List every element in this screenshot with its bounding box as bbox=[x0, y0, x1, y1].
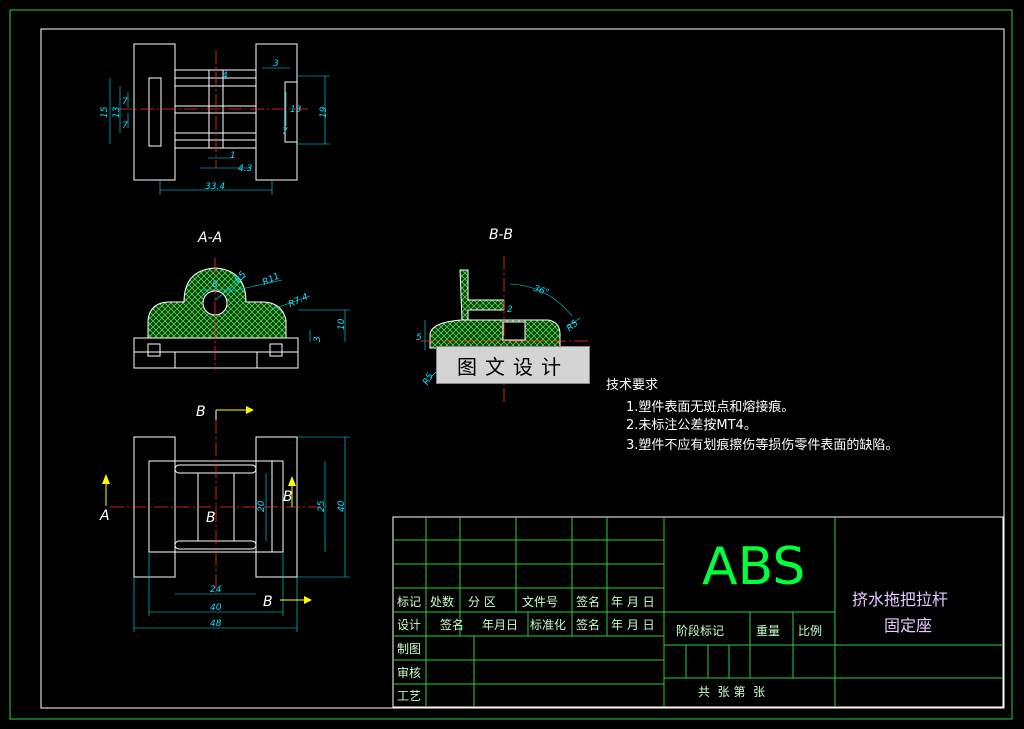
dim-aa-r7-4: R7.4 bbox=[287, 292, 310, 310]
tb-sheet: 共 张 第 张 bbox=[698, 685, 765, 699]
dim-top-1: 1 bbox=[230, 151, 236, 161]
dim-top-4-3: 4.3 bbox=[238, 164, 253, 174]
dim-bottom-40h: 40 bbox=[210, 603, 222, 613]
material-abs: ABS bbox=[702, 537, 805, 597]
dim-bb-5: 5 bbox=[416, 333, 422, 343]
tb-weight: 重量 bbox=[756, 624, 780, 638]
tb-wenjianhao: 文件号 bbox=[522, 594, 558, 609]
tb-shenhe: 审核 bbox=[397, 665, 421, 680]
svg-text:B: B bbox=[206, 510, 216, 526]
dim-top-19: 19 bbox=[319, 106, 329, 118]
dim-top-4: 4 bbox=[222, 71, 228, 81]
notes-heading: 技术要求 bbox=[606, 378, 658, 393]
svg-text:B: B bbox=[263, 594, 273, 610]
section-markers: B A B B B bbox=[99, 404, 312, 610]
section-aa-view bbox=[133, 258, 299, 370]
dim-bottom-24: 24 bbox=[210, 585, 222, 595]
dim-aa-r11: R11 bbox=[261, 271, 281, 288]
tb-gongyi: 工艺 bbox=[397, 689, 421, 703]
dim-bottom-20: 20 bbox=[257, 500, 267, 512]
tb-biaoji: 标记 bbox=[397, 595, 421, 609]
section-bb-view bbox=[420, 256, 590, 402]
part-name-line1: 挤水拖把拉杆 bbox=[852, 590, 948, 609]
dim-bottom-48: 48 bbox=[210, 619, 222, 629]
tb-zhitu: 制图 bbox=[397, 642, 421, 656]
notes-item-3: 3.塑件不应有划痕擦伤等损伤零件表面的缺陷。 bbox=[626, 437, 898, 453]
dim-aa-3: 3 bbox=[313, 336, 323, 342]
tb-chushu: 处数 bbox=[430, 594, 454, 609]
dim-aa-8: 8 bbox=[212, 280, 218, 290]
tb-nianyueri3: 年 月 日 bbox=[611, 618, 655, 632]
tb-qianming2: 签名 bbox=[440, 617, 464, 632]
dim-bb-36deg: 36° bbox=[532, 284, 550, 299]
part-name-line2: 固定座 bbox=[884, 616, 932, 635]
tb-nianyueri: 年 月 日 bbox=[611, 595, 655, 609]
inner-frame bbox=[40, 28, 1005, 709]
dim-top-33-4: 33.4 bbox=[205, 182, 225, 192]
dim-top-7c: 7 bbox=[282, 127, 288, 137]
dim-aa-10: 10 bbox=[337, 318, 347, 330]
dim-top-7b: 7 bbox=[122, 121, 128, 131]
tb-sheji: 设计 bbox=[397, 618, 421, 632]
tb-nianyueri2: 年月日 bbox=[482, 618, 518, 632]
dim-top-15: 15 bbox=[100, 106, 110, 118]
tb-biaozhunhua: 标准化 bbox=[530, 618, 566, 632]
dim-top-7a: 7 bbox=[122, 97, 128, 107]
svg-text:B: B bbox=[196, 404, 206, 420]
technical-notes: 技术要求 1.塑件表面无斑点和熔接痕。 2.未标注公差按MT4。 3.塑件不应有… bbox=[606, 378, 898, 453]
section-bb-label: B-B bbox=[489, 227, 513, 243]
dim-bb-r5a: R5 bbox=[565, 318, 581, 334]
dim-bottom-40v: 40 bbox=[337, 500, 347, 512]
watermark-logo: 图文设计 bbox=[436, 346, 590, 384]
notes-item-2: 2.未标注公差按MT4。 bbox=[626, 418, 757, 433]
svg-text:A: A bbox=[99, 508, 110, 524]
tb-qianming: 签名 bbox=[576, 594, 600, 609]
tb-qianming3: 签名 bbox=[576, 617, 600, 632]
dim-top-13b: 13 bbox=[290, 105, 302, 115]
tb-scale: 比例 bbox=[798, 624, 822, 638]
dim-bottom-25: 25 bbox=[317, 500, 327, 512]
tb-stage: 阶段标记 bbox=[676, 623, 724, 638]
outer-frame bbox=[9, 9, 1013, 720]
tb-fenqu: 分 区 bbox=[468, 595, 496, 609]
dim-bb-2: 2 bbox=[507, 305, 513, 315]
dim-top-3: 3 bbox=[273, 59, 279, 69]
section-aa-label: A-A bbox=[197, 230, 222, 246]
title-block bbox=[392, 516, 1004, 708]
svg-text:B: B bbox=[283, 489, 293, 505]
notes-item-1: 1.塑件表面无斑点和熔接痕。 bbox=[626, 399, 794, 415]
dim-top-13a: 13 bbox=[112, 106, 122, 118]
